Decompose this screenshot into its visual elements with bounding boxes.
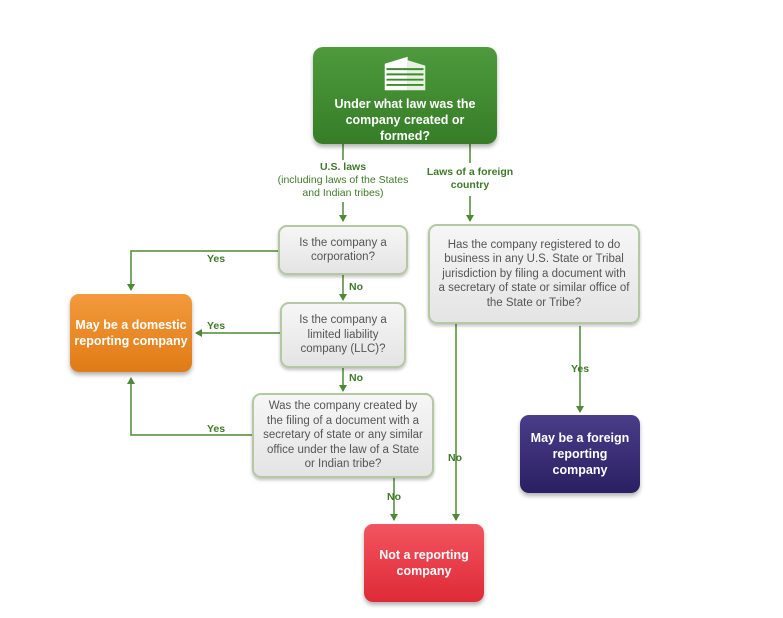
label-foreign-laws: Laws of a foreign country [426, 166, 514, 191]
edge-label-llc-yes: Yes [207, 320, 226, 332]
edge-label-filing-no: No [387, 491, 401, 503]
outcome-not-reporting: Not a reporting company [364, 524, 484, 602]
edge-label-corp-yes: Yes [207, 253, 226, 265]
top-question-text: Under what law was the company created o… [334, 97, 476, 143]
top-question-box: Under what law was the company created o… [313, 47, 497, 144]
edge-label-foreign-no: No [448, 452, 462, 464]
label-us-laws: U.S. laws [319, 161, 367, 173]
question-corporation: Is the company a corporation? [278, 225, 408, 275]
edge-label-corp-no: No [349, 281, 363, 293]
edge-filing-yes [127, 377, 252, 436]
question-llc: Is the company a limited liability compa… [280, 302, 406, 368]
edge-corp-yes [127, 250, 278, 291]
question-foreign-registered: Has the company registered to do busines… [428, 224, 640, 324]
edge-label-llc-no: No [349, 372, 363, 384]
edge-label-foreign-yes: Yes [571, 363, 590, 375]
label-us-laws-detail: (including laws of the States and Indian… [277, 174, 409, 199]
outcome-domestic: May be a domestic reporting company [70, 294, 192, 372]
edge-label-filing-yes: Yes [207, 423, 226, 435]
outcome-foreign: May be a foreign reporting company [520, 415, 640, 493]
building-icon [384, 56, 426, 91]
question-filing: Was the company created by the filing of… [252, 393, 434, 478]
